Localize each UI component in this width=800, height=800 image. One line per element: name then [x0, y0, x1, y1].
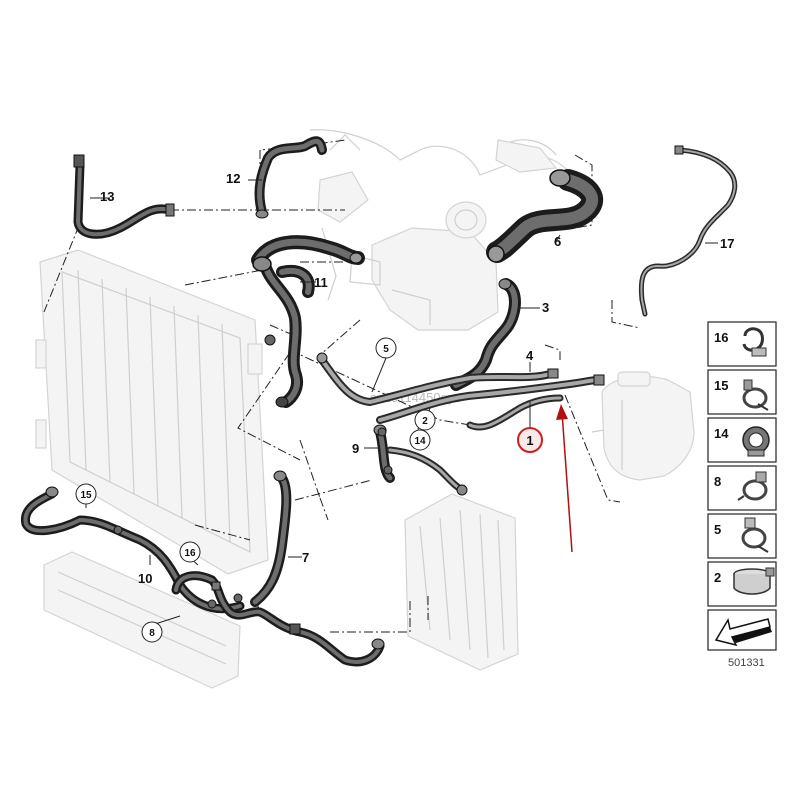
clamp-14-icon	[742, 426, 770, 457]
pipe-1	[376, 374, 605, 431]
aux-radiator	[404, 493, 519, 671]
callout-7: 7	[302, 550, 309, 565]
hose-10	[20, 486, 385, 667]
legend-item-2: 2	[707, 561, 777, 607]
hose-6	[486, 169, 603, 263]
callout-1: 1	[526, 433, 533, 448]
legend-item-15: 15	[707, 369, 777, 415]
legend-label-5: 5	[714, 522, 721, 537]
callout-16: 16	[184, 548, 196, 559]
clamp-15-icon	[742, 379, 769, 411]
legend-label-2: 2	[714, 570, 721, 585]
hoses	[20, 136, 738, 667]
parts-legend: 16 15 14	[707, 321, 777, 669]
callout-11: 11	[314, 275, 328, 290]
hose-11	[251, 235, 365, 408]
legend-label-8: 8	[714, 474, 721, 489]
callout-5: 5	[383, 344, 389, 355]
clamp-8-icon	[737, 471, 768, 501]
callout-6: 6	[554, 234, 561, 249]
callout-10: 10	[138, 571, 152, 586]
hose-12	[254, 136, 327, 219]
callout-13: 13	[100, 189, 114, 204]
hose-clamps	[113, 334, 393, 609]
legend-item-16: 16	[707, 321, 777, 367]
lower-cooler	[43, 551, 241, 689]
callout-17: 17	[720, 236, 734, 251]
callout-3: 3	[542, 300, 549, 315]
background-components: cn20114450gye	[35, 129, 695, 689]
clamp-5-icon	[741, 517, 769, 553]
callout-15: 15	[80, 490, 92, 501]
callout-12: 12	[226, 171, 240, 186]
callout-14: 14	[414, 436, 426, 447]
hose-9	[373, 424, 468, 496]
legend-item-5: 5	[707, 513, 777, 559]
expansion-tank	[591, 371, 695, 481]
pipe-17	[638, 145, 738, 317]
highlight-circle	[517, 427, 543, 453]
callout-4: 4	[526, 348, 534, 363]
hose-7	[250, 470, 292, 607]
legend-label-15: 15	[714, 378, 728, 393]
clamp-2-icon	[733, 567, 775, 595]
legend-item-14: 14	[707, 417, 777, 463]
highlight-arrow	[556, 404, 573, 553]
callout-9: 9	[352, 441, 359, 456]
legend-label-14: 14	[714, 426, 729, 441]
clamp-16-icon	[742, 327, 767, 357]
pipe-4	[316, 352, 559, 406]
callout-2: 2	[422, 416, 428, 427]
main-radiator	[35, 249, 269, 575]
callouts: 13 12 11 6 3 17 4 9 7 10 5 2 14 15 16 8 …	[75, 171, 734, 643]
diagram-number: 501331	[728, 657, 765, 669]
legend-arrow-box	[707, 609, 777, 651]
callout-8: 8	[149, 628, 155, 639]
legend-label-16: 16	[714, 330, 728, 345]
hose-13	[73, 154, 175, 239]
direction-arrow-icon	[714, 618, 772, 647]
legend-item-8: 8	[707, 465, 777, 511]
